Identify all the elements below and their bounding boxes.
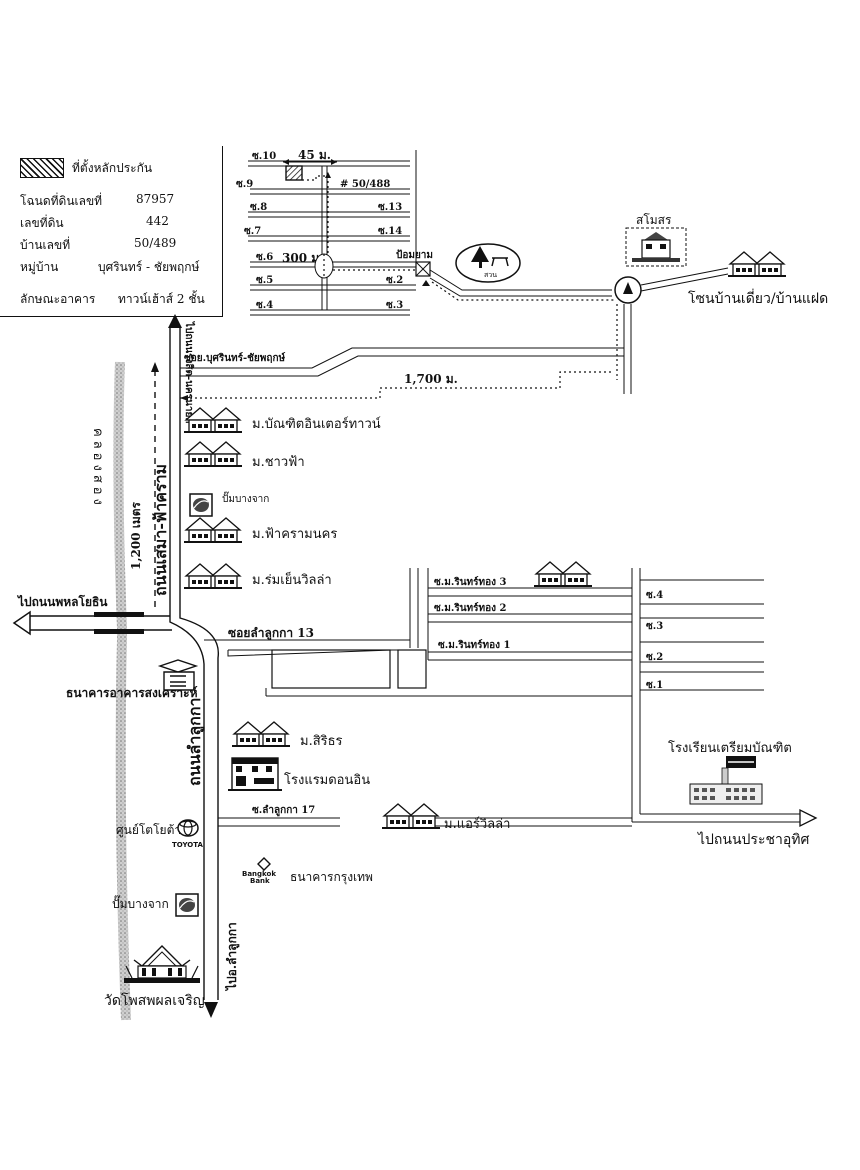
detail-soi-14: ซ.14 [378,226,402,237]
clubhouse: สโมสร [625,213,687,267]
soi-lamlukka13-label: ซอยลำลูกกา 13 [228,626,314,641]
village-fakram-icon [183,517,243,543]
toyota-logo-icon [177,819,199,837]
pump-bangchak-icon [189,493,213,517]
village-siritorn-icon [231,721,291,747]
village-romyen-label: ม.ร่มเย็นวิลล่า [252,570,332,588]
subdivision-detail: ซ.10 ซ.9 ซ.8 ซ.7 ซ.6 ซ.5 ซ.4 ซ.13 ซ.14 ซ… [236,148,433,316]
tree-icon [471,246,489,262]
legend-deed-value: 87957 [136,192,175,206]
village-airvilla-label: ม.แอร์วิลล่า [444,816,510,832]
legend-land-no-value: 442 [146,214,169,228]
ghb-bank-label: ธนาคารอาคารสงเคราะห์ [66,686,198,700]
to-lamlukka-district-label: ไปอ.ลำลูกกา [224,922,240,992]
village-siritorn-label: ม.สิริธร [300,734,343,749]
detail-soi-3: ซ.3 [386,300,403,311]
detail-soi-9: ซ.9 [236,179,253,190]
dist-1700-label: 1,700 ม. [404,372,458,386]
zone-houses-icon [727,251,787,277]
rinthong-area: ซ.ม.รินทร์ทอง 3 ซ.ม.รินทร์ทอง 2 ซ.ม.รินท… [427,561,764,822]
legend-house-no-value: 50/489 [134,236,177,250]
detail-soi-13: ซ.13 [378,202,402,213]
bangkok-bank-label: ธนาคารกรุงเทพ [290,870,373,885]
right-soi-4-label: ซ.4 [646,590,663,601]
main-road-label: ถนนเสมา-ฟ้าคราม [151,464,170,596]
bridge-icon [94,612,144,617]
clubhouse-label: สโมสร [636,213,672,227]
park: สวน [455,243,521,283]
rinthong-soi1-label: ซ.ม.รินทร์ทอง 1 [438,639,510,651]
pump-bangchak-2-label: ปั๊มบางจาก [112,895,169,911]
right-soi-2-label: ซ.2 [646,652,663,663]
park-label: สวน [484,271,497,279]
lamlukka-road-label: ถนนลำลูกกา [185,697,206,786]
village-chaofa-label: ม.ชาวฟ้า [252,455,305,470]
prachauthit-road: ไปถนนประชาอุทิศ [632,808,818,848]
to-phahon-label: ไปถนนพหลโยธิน [16,594,108,609]
soi-lamlukka-17: ซ.ลำลูกกา 17 ม.แอร์วิลล่า [218,803,632,832]
canal: คลองสอง [90,361,131,1021]
collateral-marker-swatch [20,158,64,178]
detail-soi-6: ซ.6 [256,252,273,263]
to-rangsit-label: ไปถนนรังสิต-นครนายก [183,321,196,423]
village-fakram-label: ม.ฟ้าครามนคร [252,527,337,542]
village-romyen-icon [183,563,243,589]
main-road: ไปถนนรังสิต-นครนายก ถนนเสมา-ฟ้าคราม ถนนล… [151,314,240,1018]
village-chaofa-icon [183,441,243,467]
legend-house-no-label: บ้านเลขที่ [20,238,71,252]
soi-lamlukka-13: ซอยลำลูกกา 13 [204,568,632,697]
dist-1200-label: 1,200 เมตร [129,501,143,570]
detail-soi-4: ซ.4 [256,300,273,311]
detail-soi-8: ซ.8 [250,202,267,213]
legend-building-value: ทาวน์เฮ้าส์ 2 ชั้น [118,292,205,306]
phahon-road: ไปถนนพหลโยธิน [12,594,172,636]
bbl-logo-icon [257,857,271,871]
guard-post-label: ป้อมยาม [396,249,433,261]
school: โรงเรียนเตรียมบัณฑิต [668,740,792,805]
school-label: โรงเรียนเตรียมบัณฑิต [668,740,792,756]
pump-bangchak-2-icon [175,893,199,917]
rinthong-soi2-label: ซ.ม.รินทร์ทอง 2 [434,602,506,614]
legend-panel: ที่ตั้งหลักประกัน โฉนดที่ดินเลขที่ 87957… [0,146,223,317]
toyota-center-label: ศูนย์โตโยต้า [116,823,181,838]
hotel-icon [228,757,282,791]
detail-soi-7: ซ.7 [244,226,261,237]
zone-houses-label: โซนบ้านเดี่ยว/บ้านแฝด [688,289,828,307]
legend-marker-label: ที่ตั้งหลักประกัน [72,161,153,175]
detail-dist-45: 45 ม. [298,148,331,162]
ghb-bank: ธนาคารอาคารสงเคราะห์ [66,659,199,700]
legend-building-label: ลักษณะอาคาร [20,292,96,306]
bangkok-bank: Bangkok Bank ธนาคารกรุงเทพ [242,857,373,885]
village-main-road [429,267,729,394]
rinthong-soi3-label: ซ.ม.รินทร์ทอง 3 [434,576,506,588]
pump-bangchak-label: ปั๊มบางจาก [222,491,269,505]
detail-soi-2: ซ.2 [386,275,403,286]
detail-dist-300: 300 ม. [282,251,323,265]
toyota-logo-text: TOYOTA [172,841,203,849]
collateral-lot-marker [285,165,303,181]
canal-label: คลองสอง [90,428,105,509]
legend-land-no-label: เลขที่ดิน [20,216,64,230]
village-soi-road: ซอย.บุศรินทร์-ชัยพฤกษ์ 1,700 ม. [180,347,624,401]
village-soi-label: ซอย.บุศรินทร์-ชัยพฤกษ์ [184,352,285,364]
toyota-center: ศูนย์โตโยต้า TOYOTA [116,819,203,849]
hotel-label: โรงแรมดอนอิน [284,772,370,788]
detail-house-number: # 50/488 [340,179,390,190]
temple-label: วัดโพสพผลเจริญ [104,992,205,1009]
village-bundit-label: ม.บัณฑิตอินเตอร์ทาวน์ [252,416,381,432]
bbl-logo-text-2: Bank [250,877,270,885]
detail-soi-10: ซ.10 [252,151,276,162]
temple-icon [124,945,200,983]
legend-village-label: หมู่บ้าน [20,260,59,274]
soi-lamlukka17-label: ซ.ลำลูกกา 17 [252,804,315,817]
right-soi-3-label: ซ.3 [646,621,663,632]
legend-village-value: บุศรินทร์ - ชัยพฤกษ์ [98,260,200,274]
to-prachauthit-label: ไปถนนประชาอุทิศ [697,831,809,848]
legend-deed-label: โฉนดที่ดินเลขที่ [20,194,103,208]
right-soi-1-label: ซ.1 [646,680,663,691]
bbl-logo-text-1: Bangkok [242,870,276,878]
detail-soi-5: ซ.5 [256,275,273,286]
